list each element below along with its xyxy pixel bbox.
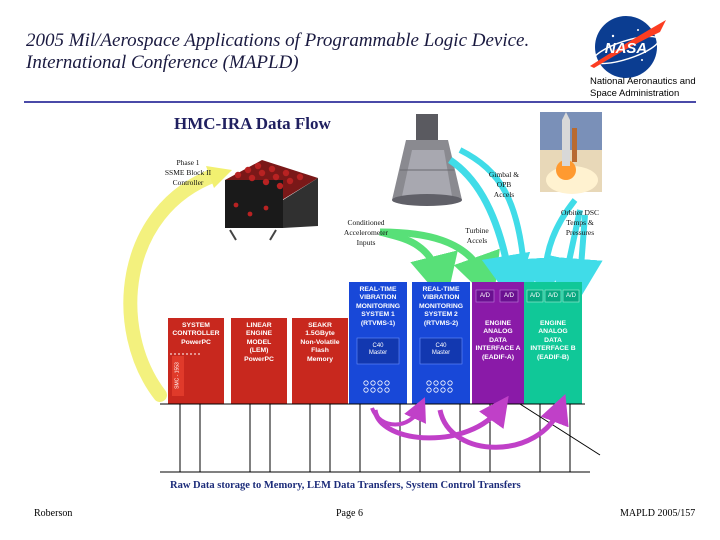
lem-text: LINEAR ENGINE MODEL (LEM) PowerPC — [244, 322, 274, 363]
org-caption: National Aeronautics and Space Administr… — [590, 76, 710, 100]
controller-label: Phase 1 SSME Block II Controller — [164, 158, 212, 187]
data-flow-caption: Raw Data storage to Memory, LEM Data Tra… — [170, 480, 521, 491]
ad-chip-b2 — [544, 289, 562, 303]
magenta-flow-arrow-2 — [437, 394, 569, 450]
eadif-a-text: ENGINE ANALOG DATA INTERFACE A (EADIF-A) — [475, 320, 521, 361]
rtvms2-text: REAL-TIME VIBRATION MONITORING SYSTEM 2 … — [418, 286, 464, 327]
smc-side-label: SMC - 1553 — [174, 362, 181, 389]
ad-chip-a1-label: A/D — [479, 293, 490, 299]
ad-chip-a1 — [475, 289, 495, 303]
header-divider — [24, 101, 696, 103]
c40-chip-1 — [356, 337, 400, 365]
shuttle-launch-image — [540, 112, 602, 194]
ad-chip-b2-label: A/D — [547, 293, 558, 299]
ad-chip-a2-label: A/D — [503, 293, 514, 299]
rocket-engine-image — [392, 114, 462, 206]
ssme-controller-image — [225, 160, 318, 241]
seakr-text: SEAKR 1.5GByte Non-Volatile Flash Memory — [300, 322, 340, 363]
gimbal-label: Gimbal & OPB Accels — [488, 170, 520, 199]
ad-chip-b3-label: A/D — [565, 293, 576, 299]
footer-page-number: Page 6 — [336, 508, 363, 519]
yellow-flow-arrow — [123, 168, 222, 402]
ad-chip-b1-label: A/D — [529, 293, 540, 299]
slide-title-line2: International Conference (MAPLD) — [26, 52, 299, 73]
yellow-flow-arrowhead — [206, 166, 232, 188]
turbine-label: Turbine Accels — [465, 226, 489, 245]
cyan-flow-arrow-3 — [524, 198, 578, 301]
rtvms1-text: REAL-TIME VIBRATION MONITORING SYSTEM 1 … — [355, 286, 401, 327]
ad-chip-a2 — [499, 289, 519, 303]
eadif-b-text: ENGINE ANALOG DATA INTERFACE B (EADIF-B) — [530, 320, 576, 361]
orbiter-label: Orbiter DSC Temps & Pressures — [560, 208, 600, 237]
nasa-meatball-icon: NASA — [590, 16, 666, 78]
magenta-flow-arrow-3 — [370, 397, 426, 427]
c40-chip-2 — [419, 337, 463, 365]
lem-box — [231, 318, 287, 404]
ad-chip-b1 — [526, 289, 544, 303]
sys-ctrl-text: SYSTEM CONTROLLER PowerPC — [172, 322, 220, 346]
cyan-flow-arrow-2 — [458, 147, 545, 301]
nasa-logo-text: NASA — [605, 40, 648, 57]
smc-strip — [172, 356, 184, 396]
ad-chip-b3 — [562, 289, 580, 303]
org-caption-line2: Space Administration — [590, 88, 680, 99]
diagram-title: HMC-IRA Data Flow — [174, 114, 331, 133]
bus-lines — [160, 403, 601, 473]
green-flow-arrow-2 — [379, 228, 500, 304]
footer-author: Roberson — [34, 508, 73, 519]
rtvms-connectors — [363, 380, 453, 393]
eadif-b-box — [524, 282, 582, 404]
slide-title-line1: 2005 Mil/Aerospace Applications of Progr… — [26, 30, 530, 51]
cyan-flow-arrow-5 — [560, 214, 603, 301]
cond-accel-label: Conditioned Accelerometer Inputs — [343, 218, 389, 247]
eadif-a-box — [472, 282, 524, 404]
slide-title: 2005 Mil/Aerospace Applications of Progr… — [26, 30, 586, 74]
org-caption-line1: National Aeronautics and — [590, 76, 696, 87]
seakr-box — [292, 318, 348, 404]
footer-reference: MAPLD 2005/157 — [620, 508, 696, 519]
